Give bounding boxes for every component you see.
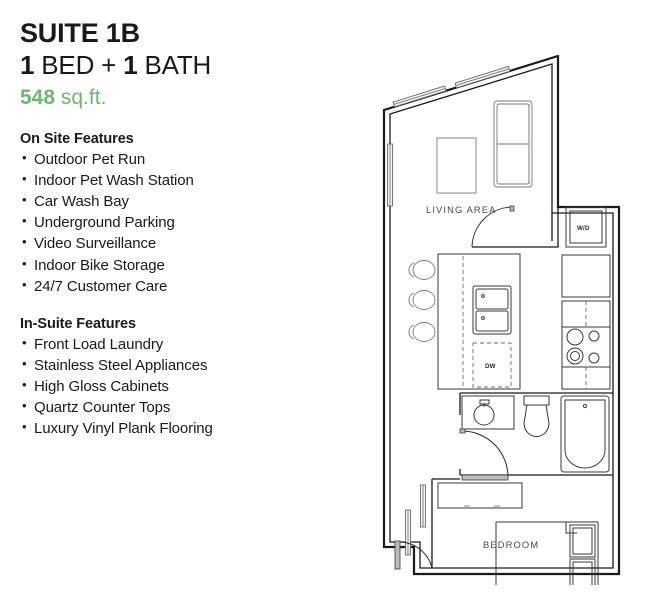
in-suite-feature-item: Front Load Laundry <box>20 334 370 355</box>
double-sink <box>472 285 512 335</box>
window <box>420 484 426 528</box>
bathroom-vanity-sink <box>461 395 515 430</box>
area-unit: sq.ft. <box>55 85 107 109</box>
cooktop <box>561 326 611 368</box>
bed-count: 1 <box>20 49 35 80</box>
entry-door <box>394 540 433 570</box>
bathroom <box>459 392 613 481</box>
on-site-feature-item: Car Wash Bay <box>20 191 370 212</box>
bath-word: BATH <box>137 49 212 80</box>
bedroom: BEDROOM <box>405 478 599 585</box>
in-suite-feature-item: Luxury Vinyl Plank Flooring <box>20 418 370 439</box>
area-number: 548 <box>20 85 56 109</box>
on-site-feature-item: Indoor Bike Storage <box>20 255 370 276</box>
pillow <box>569 524 596 558</box>
refrigerator <box>561 300 611 328</box>
window <box>387 143 393 207</box>
appliance-label-washer-dryer: W/D <box>577 225 590 232</box>
closet <box>437 482 523 509</box>
in-suite-features-list: Front Load LaundryStainless Steel Applia… <box>20 334 370 440</box>
on-site-features-list: Outdoor Pet RunIndoor Pet Wash StationCa… <box>20 149 370 297</box>
kitchen: DW <box>408 253 611 390</box>
bathroom-door <box>459 428 509 481</box>
in-suite-feature-item: Stainless Steel Appliances <box>20 355 370 376</box>
suite-bed-bath-line: 1 BED + 1 BATH <box>20 50 370 81</box>
coffee-table <box>436 137 477 194</box>
on-site-feature-item: Outdoor Pet Run <box>20 149 370 170</box>
dishwasher: DW <box>472 342 512 388</box>
room-label-living-area: LIVING AREA <box>426 204 496 215</box>
bath-count: 1 <box>123 49 138 80</box>
sofa <box>493 100 533 188</box>
window <box>392 65 511 108</box>
on-site-features-heading: On Site Features <box>20 130 134 147</box>
floorplan-drawing: LIVING AREA W/D <box>376 55 638 585</box>
on-site-features-block: On Site Features Outdoor Pet RunIndoor P… <box>20 131 370 297</box>
in-suite-feature-item: High Gloss Cabinets <box>20 376 370 397</box>
on-site-feature-item: 24/7 Customer Care <box>20 276 370 297</box>
in-suite-features-block: In-Suite Features Front Load LaundryStai… <box>20 316 370 440</box>
toilet <box>523 395 550 438</box>
bed-word: BED + <box>34 49 124 80</box>
bed <box>495 521 599 585</box>
exterior-walls <box>382 55 621 576</box>
on-site-feature-item: Indoor Pet Wash Station <box>20 170 370 191</box>
kitchen-island: DW <box>437 253 521 390</box>
suite-info-panel: SUITE 1B 1 BED + 1 BATH 548 sq.ft. On Si… <box>20 18 370 440</box>
bathtub <box>560 395 610 473</box>
washer-dryer-closet: W/D <box>471 205 607 248</box>
on-site-feature-item: Underground Parking <box>20 212 370 233</box>
in-suite-features-heading: In-Suite Features <box>20 315 136 332</box>
in-suite-feature-item: Quartz Counter Tops <box>20 397 370 418</box>
appliance-label-dishwasher: DW <box>485 363 496 370</box>
on-site-feature-item: Video Surveillance <box>20 233 370 254</box>
bar-stool <box>408 260 436 280</box>
bar-stool <box>408 322 436 342</box>
window <box>405 509 411 556</box>
room-label-bedroom-text: BEDROOM <box>483 539 539 550</box>
floorplan-svg: LIVING AREA W/D <box>382 55 621 585</box>
suite-area: 548 sq.ft. <box>20 84 370 111</box>
bar-stool <box>408 290 436 310</box>
pillow <box>569 558 596 585</box>
page-title: SUITE 1B <box>20 18 140 48</box>
